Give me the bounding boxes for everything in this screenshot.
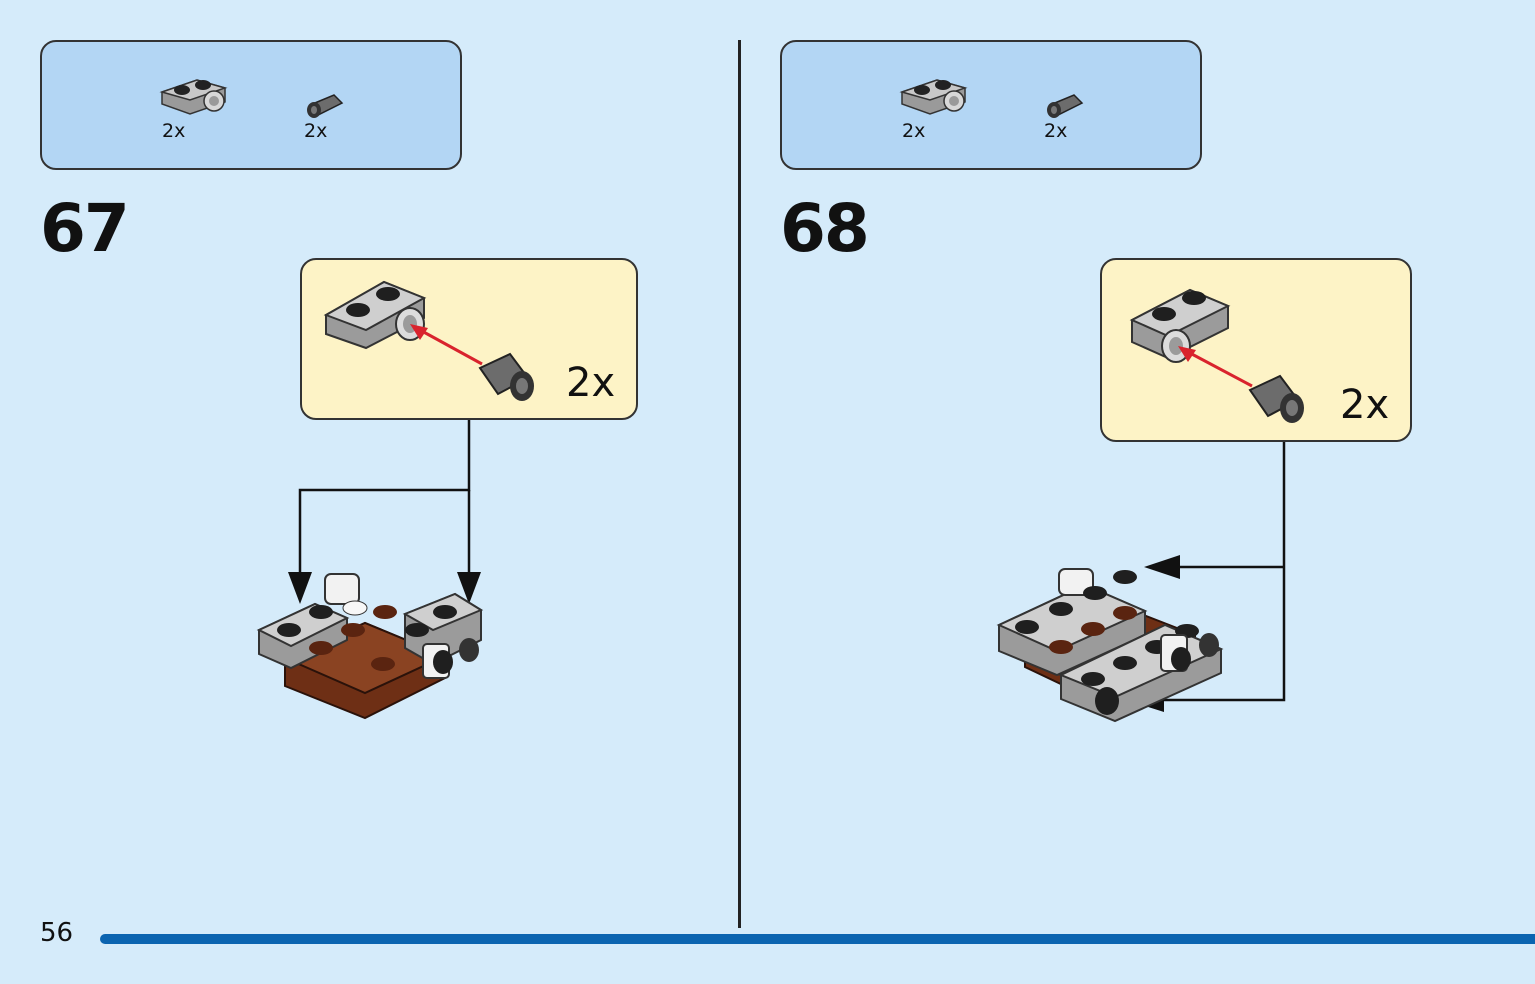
model-assembly-67 [256, 573, 484, 720]
callout-qty-68: 2x [1340, 382, 1390, 428]
part-qty-68-1: 2x [902, 120, 926, 142]
sub-assembly-callout-67: 2x [300, 258, 638, 420]
assembly-arrows-67 [288, 420, 481, 604]
plate-pin-insert-illustration [1129, 288, 1304, 423]
plate-pin-insert-illustration [323, 280, 534, 401]
page-progress-bar [100, 934, 1535, 944]
step-number-68: 68 [780, 190, 870, 267]
sub-assembly-callout-68: 2x [1100, 258, 1412, 442]
model-assembly-68 [996, 568, 1224, 723]
axle-pin-icon [307, 94, 344, 118]
part-qty-67-1: 2x [162, 120, 186, 142]
parts-list-box-68: 2x 2x [780, 40, 1202, 170]
page-divider [738, 40, 741, 928]
plate-with-pin-hole-icon [159, 79, 228, 115]
callout-qty-67: 2x [566, 360, 616, 406]
part-qty-67-2: 2x [304, 120, 328, 142]
parts-list-box-67: 2x 2x [40, 40, 462, 170]
plate-with-pin-hole-icon [899, 79, 968, 115]
step-number-67: 67 [40, 190, 130, 267]
page-number: 56 [40, 918, 74, 948]
axle-pin-icon [1047, 94, 1084, 118]
part-qty-68-2: 2x [1044, 120, 1068, 142]
